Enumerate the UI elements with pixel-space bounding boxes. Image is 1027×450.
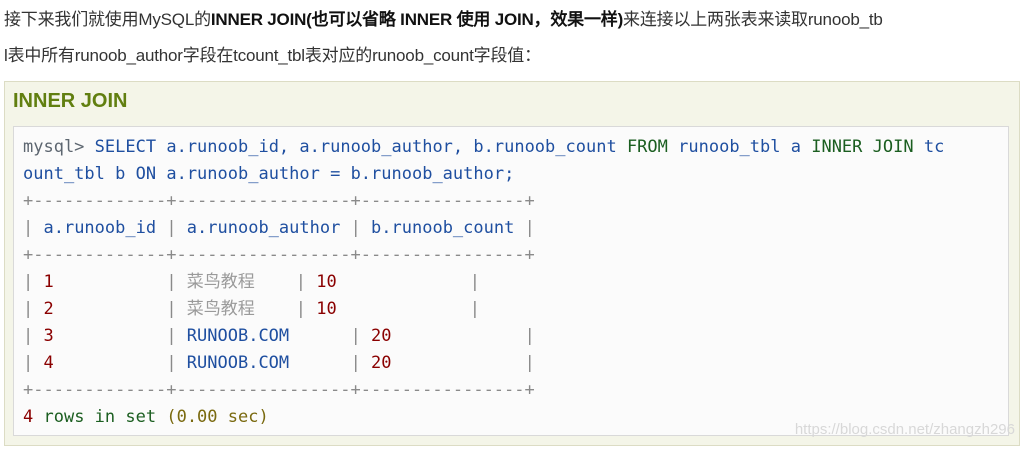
- cell-count: 10: [316, 299, 337, 319]
- kw-inner-join: INNER JOIN: [811, 137, 914, 157]
- table-row: | 4 | RUNOOB.COM | 20 |: [23, 353, 535, 373]
- result-footer: 4 rows in set (0.00 sec): [23, 404, 1008, 431]
- cell-id: 1: [43, 272, 54, 292]
- query-table1: runoob_tbl a: [678, 137, 801, 157]
- table-border-mid: +-------------+-----------------+-------…: [23, 245, 535, 265]
- watermark: https://blog.csdn.net/zhangzh296: [794, 421, 1015, 438]
- kw-select: SELECT: [94, 137, 157, 157]
- intro-line1-post: 来连接以上两张表来读取runoob_tb: [623, 10, 883, 29]
- intro-line1-pre: 接下来我们就使用MySQL的: [4, 10, 211, 29]
- table-header-row: | a.runoob_id | a.runoob_author | b.runo…: [23, 218, 535, 238]
- rows-count: 4: [23, 407, 34, 427]
- query-condition: a.runoob_author = b.runoob_author;: [166, 164, 515, 184]
- table-row: | 2 | 菜鸟教程 | 10 |: [23, 299, 480, 319]
- cell-id: 4: [43, 353, 54, 373]
- example-box: INNER JOIN mysql> SELECT a.runoob_id, a.…: [4, 81, 1020, 446]
- cell-count: 20: [371, 353, 392, 373]
- table-row: | 1 | 菜鸟教程 | 10 |: [23, 272, 480, 292]
- example-title: INNER JOIN: [13, 90, 128, 112]
- table-border-bottom: +-------------+-----------------+-------…: [23, 380, 535, 400]
- header-author: a.runoob_author: [186, 218, 341, 238]
- query-time: (0.00 sec): [166, 407, 269, 427]
- query-columns: a.runoob_id, a.runoob_author, b.runoob_c…: [166, 137, 617, 157]
- code-line-2: ount_tbl b ON a.runoob_author = b.runoob…: [23, 161, 1008, 188]
- query-table2-part2: ount_tbl b: [23, 164, 126, 184]
- intro-line1-bold: INNER JOIN(也可以省略 INNER 使用 JOIN，效果一样): [210, 10, 624, 29]
- cell-author: 菜鸟教程: [186, 299, 255, 319]
- kw-from: FROM: [626, 137, 668, 157]
- cell-count: 10: [316, 272, 337, 292]
- code-block: mysql> SELECT a.runoob_id, a.runoob_auth…: [13, 126, 1009, 436]
- intro-paragraph: 接下来我们就使用MySQL的INNER JOIN(也可以省略 INNER 使用 …: [4, 2, 1026, 74]
- cell-author: 菜鸟教程: [186, 272, 255, 292]
- cell-author: RUNOOB.COM: [186, 353, 290, 373]
- cell-author: RUNOOB.COM: [186, 326, 290, 346]
- cell-id: 3: [43, 326, 54, 346]
- table-border-top: +-------------+-----------------+-------…: [23, 191, 535, 211]
- intro-line2: l表中所有runoob_author字段在tcount_tbl表对应的runoo…: [4, 46, 541, 65]
- cell-id: 2: [43, 299, 54, 319]
- query-table2-part1: tc: [923, 137, 945, 157]
- header-count: b.runoob_count: [371, 218, 515, 238]
- kw-on: ON: [135, 164, 157, 184]
- table-row: | 3 | RUNOOB.COM | 20 |: [23, 326, 535, 346]
- mysql-prompt: mysql>: [23, 137, 85, 157]
- header-id: a.runoob_id: [43, 218, 157, 238]
- rows-in-set-text: rows in set: [43, 407, 157, 427]
- cell-count: 20: [371, 326, 392, 346]
- code-line-1: mysql> SELECT a.runoob_id, a.runoob_auth…: [23, 134, 1008, 161]
